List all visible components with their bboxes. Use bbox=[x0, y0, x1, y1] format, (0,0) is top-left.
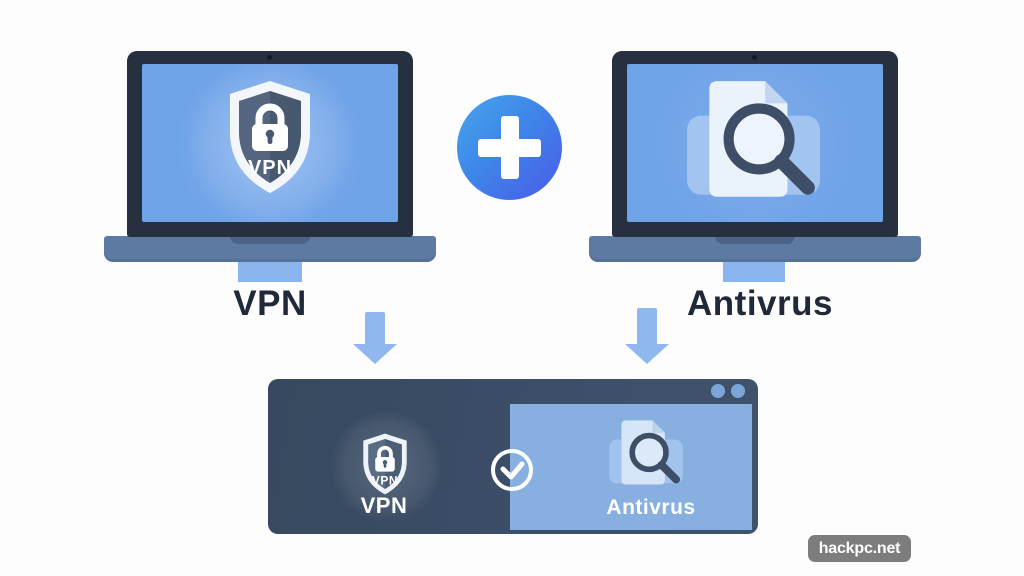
watermark-badge: hackpc.net bbox=[808, 535, 911, 562]
vpn-shield-lock-icon: VPN bbox=[363, 433, 407, 495]
webcam-dot bbox=[752, 55, 757, 60]
antivirus-file-scan-icon bbox=[609, 420, 683, 485]
window-dot-icon bbox=[711, 384, 725, 398]
antivirus-laptop-screen bbox=[627, 64, 883, 222]
combined-app-panel: VPN VPN Antivrus bbox=[268, 379, 758, 534]
vpn-laptop-base bbox=[104, 236, 436, 262]
plus-icon bbox=[457, 95, 562, 200]
antivirus-file-scan-icon bbox=[687, 81, 820, 197]
shield-text: VPN bbox=[248, 157, 292, 179]
antivirus-laptop-base bbox=[589, 236, 921, 262]
webcam-dot bbox=[267, 55, 272, 60]
vpn-shield-lock-icon: VPN bbox=[230, 81, 310, 193]
antivirus-laptop-notch bbox=[715, 236, 795, 244]
panel-vpn-label: VPN bbox=[360, 493, 408, 518]
vpn-laptop-notch bbox=[230, 236, 310, 244]
window-dot-icon bbox=[731, 384, 745, 398]
check-circle-icon bbox=[491, 449, 533, 491]
vpn-label: VPN bbox=[233, 284, 307, 323]
panel-antivirus-label: Antivrus bbox=[606, 496, 696, 519]
vpn-laptop-screen: VPN bbox=[142, 64, 398, 222]
shield-text: VPN bbox=[372, 474, 398, 488]
antivirus-label: Antivrus bbox=[687, 284, 833, 323]
